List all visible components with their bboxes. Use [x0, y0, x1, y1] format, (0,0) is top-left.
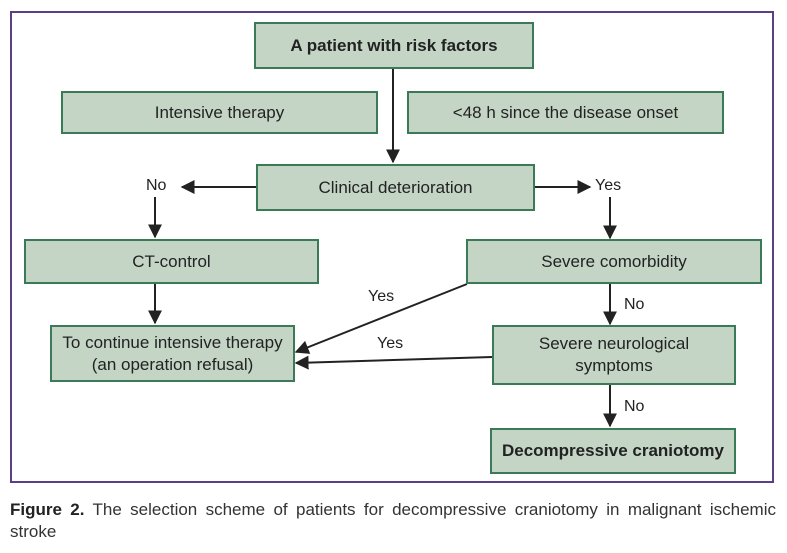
node-continue-line1: To continue intensive therapy [62, 332, 283, 352]
node-continue-line2: (an operation refusal) [91, 354, 254, 374]
node-craniotomy-label: Decompressive craniotomy [501, 441, 725, 460]
caption-text: The selection scheme of patients for dec… [10, 500, 776, 541]
node-start: A patient with risk factors [254, 22, 534, 69]
edge-label-yes-right: Yes [595, 177, 622, 194]
arrow-comorbidity-yes-to-continue [294, 283, 468, 354]
node-continue-therapy: To continue intensive therapy (an operat… [50, 325, 295, 382]
node-ct-control-label: CT-control [132, 251, 211, 271]
node-craniotomy: Decompressive craniotomy [490, 428, 736, 474]
node-onset: <48 h since the disease onset [407, 91, 724, 134]
edge-label-yes-neuro: Yes [377, 335, 404, 352]
node-neuro-line2: symptoms [575, 356, 653, 375]
edge-label-no-neuro: No [624, 398, 645, 415]
caption-label: Figure 2. [10, 500, 85, 519]
node-intensive-therapy: Intensive therapy [61, 91, 378, 134]
figure-caption: Figure 2. The selection scheme of patien… [10, 499, 776, 543]
edge-label-yes-comorbidity: Yes [368, 288, 395, 305]
node-comorbidity-label: Severe comorbidity [541, 251, 687, 271]
node-comorbidity: Severe comorbidity [466, 239, 762, 284]
node-onset-label: <48 h since the disease onset [452, 102, 679, 122]
node-neuro-symptoms: Severe neurological symptoms [492, 325, 736, 385]
node-start-label: A patient with risk factors [290, 35, 498, 55]
node-ct-control: CT-control [24, 239, 319, 284]
edge-label-no-left: No [146, 177, 167, 194]
arrow-neuro-yes-to-continue [294, 355, 493, 370]
node-intensive-therapy-label: Intensive therapy [154, 102, 285, 122]
node-deterioration: Clinical deterioration [256, 164, 535, 211]
diagram-frame [10, 11, 774, 483]
edge-label-no-comorbidity: No [624, 296, 645, 313]
node-neuro-line1: Severe neurological [538, 334, 690, 353]
node-deterioration-label: Clinical deterioration [318, 177, 473, 197]
